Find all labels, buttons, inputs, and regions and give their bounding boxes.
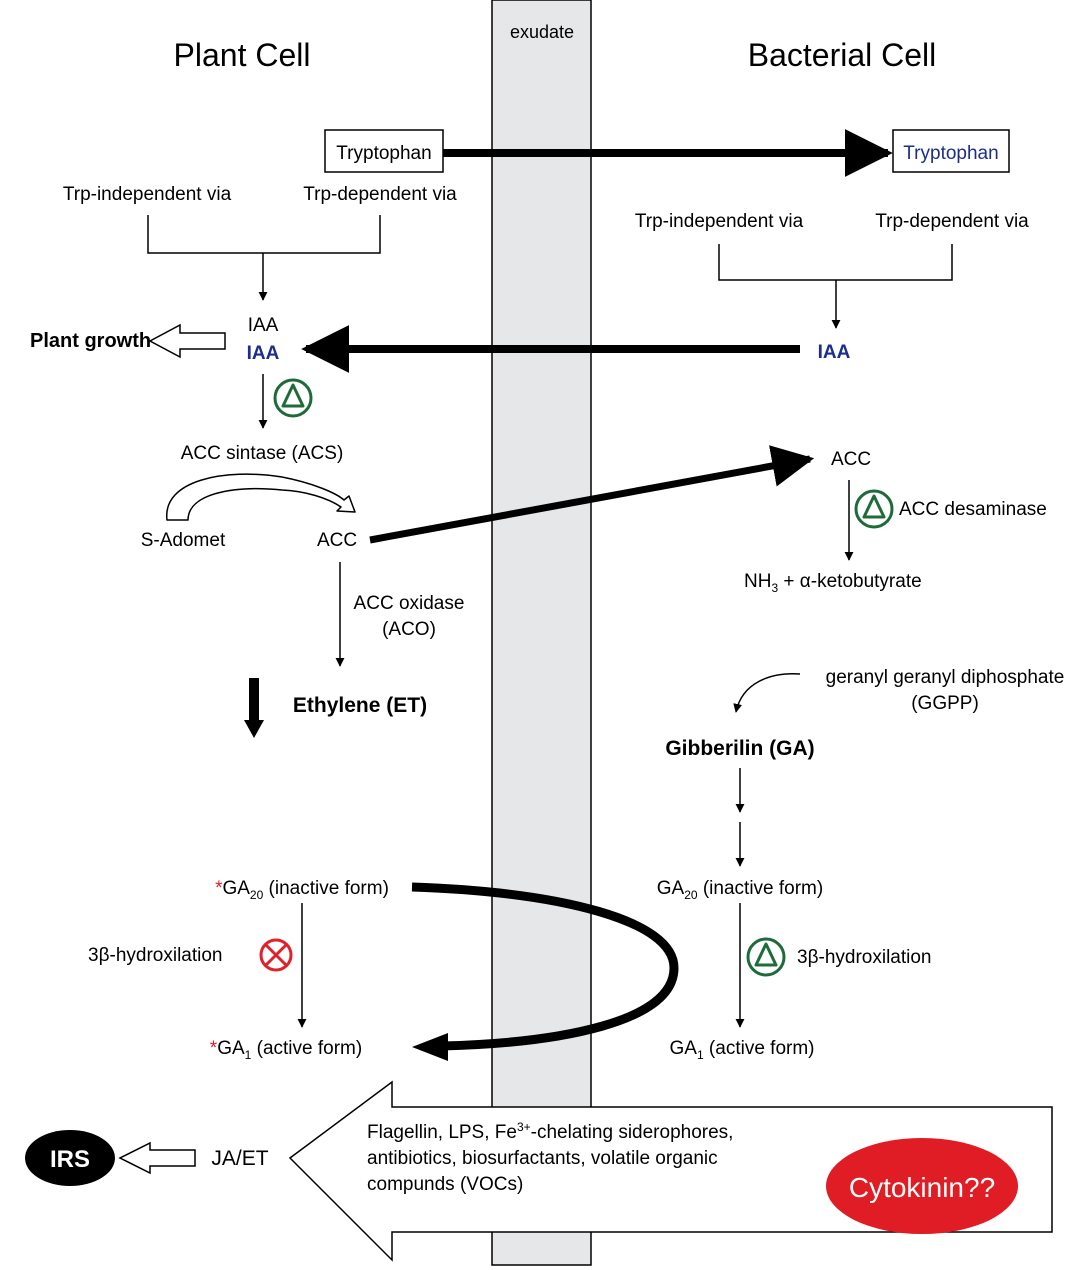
irs-hollow-arrow <box>118 1141 196 1175</box>
plant-cell-title: Plant Cell <box>174 37 311 73</box>
plant-trp-independent-label: Trp-independent via <box>63 184 232 205</box>
exudate-band <box>491 0 592 1266</box>
gibberilin-label: Gibberilin (GA) <box>665 737 814 760</box>
plant-growth-label: Plant growth <box>30 330 151 352</box>
aco-label: (ACO) <box>382 619 436 640</box>
bacterial-tryptophan-label: Tryptophan <box>903 143 998 164</box>
plant-trp-bracket <box>147 215 381 254</box>
triangle-in-circle-icon <box>273 378 313 418</box>
bacterial-ga20-label: GA20 (inactive form) <box>657 878 823 902</box>
ethylene-down-arrow <box>244 678 264 738</box>
acc-transfer-arrow <box>369 445 815 544</box>
bacterial-tryptophan-box <box>892 129 1010 173</box>
bacterial-trp-bracket <box>718 244 953 281</box>
ja-et-label: JA/ET <box>211 1147 268 1170</box>
irs-badge <box>25 1130 115 1186</box>
crossed-circle-icon <box>259 938 293 972</box>
acc-oxidase-label: ACC oxidase <box>354 593 465 614</box>
signals-line-1: Flagellin, LPS, Fe3+-chelating sideropho… <box>367 1120 733 1143</box>
cytokinin-badge <box>826 1138 1018 1234</box>
bacterial-hydroxilation-label: 3β-hydroxilation <box>797 947 932 968</box>
plant-tryptophan-box <box>324 129 444 173</box>
signals-line-3: compunds (VOCs) <box>367 1174 523 1195</box>
plant-ga20-label: *GA20 (inactive form) <box>215 878 389 902</box>
bacterial-ga1-label: GA1 (active form) <box>670 1038 815 1062</box>
acc-desaminase-label: ACC desaminase <box>899 499 1047 520</box>
plant-ga1-label: *GA1 (active form) <box>210 1038 362 1062</box>
plant-trp-dependent-label: Trp-dependent via <box>303 184 457 205</box>
triangle-in-circle-icon <box>854 489 894 529</box>
signals-line-2: antibiotics, biosurfactants, volatile or… <box>367 1148 718 1169</box>
plant-growth-hollow-arrow <box>148 323 226 359</box>
ga-recycle-arrowhead <box>412 1033 448 1061</box>
cytokinin-label: Cytokinin?? <box>849 1172 995 1203</box>
ketobutyrate-label: NH3 + α-ketobutyrate <box>744 571 922 595</box>
exudate-label: exudate <box>510 22 574 42</box>
bacterial-cell-title: Bacterial Cell <box>748 37 937 73</box>
irs-label: IRS <box>50 1146 90 1173</box>
ggpp-abbrev-label: (GGPP) <box>911 693 979 714</box>
bacterial-trp-independent-label: Trp-independent via <box>635 211 804 232</box>
triangle-in-circle-icon <box>746 937 786 977</box>
bacterial-iaa-label: IAA <box>818 342 851 363</box>
plant-tryptophan-label: Tryptophan <box>336 143 431 164</box>
bacterial-acc-label: ACC <box>831 449 871 470</box>
ggpp-to-ga-curved-arrow <box>733 673 801 713</box>
plant-iaa-label: IAA <box>248 315 279 336</box>
ggpp-label: geranyl geranyl diphosphate <box>826 667 1065 688</box>
s-adomet-label: S-Adomet <box>141 530 226 551</box>
bacterial-trp-dependent-label: Trp-dependent via <box>875 211 1029 232</box>
plant-received-iaa-label: IAA <box>247 343 280 364</box>
plant-acc-label: ACC <box>317 530 357 551</box>
ethylene-label: Ethylene (ET) <box>293 694 427 717</box>
s-adomet-to-acc-curved-arrow <box>166 473 356 521</box>
plant-hydroxilation-label: 3β-hydroxilation <box>88 945 223 966</box>
ga-recycle-curved-arrow <box>411 882 679 1051</box>
acc-sintase-label: ACC sintase (ACS) <box>181 443 344 464</box>
